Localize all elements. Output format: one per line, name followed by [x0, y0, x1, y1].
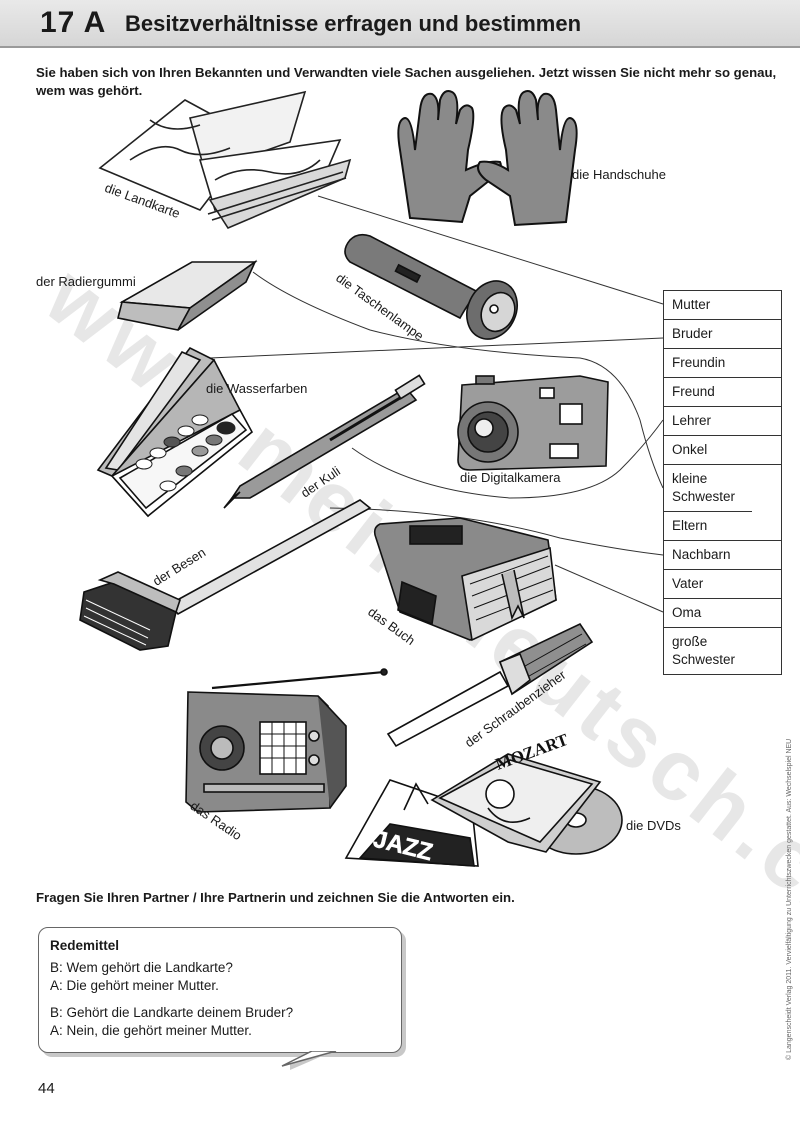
screwdriver-icon: [386, 622, 594, 748]
copyright-note: © Langenscheidt Verlag 2011. Vervielfält…: [786, 738, 793, 1060]
connector-kuli-lehrer: [351, 419, 664, 499]
flashlight-icon: [344, 233, 518, 340]
person-cell[interactable]: Nachbarn: [664, 541, 781, 570]
connector-wasserfarben-bruder: [209, 337, 664, 359]
eraser-icon: [117, 259, 258, 331]
label-radiergummi: der Radiergummi: [36, 274, 136, 289]
map-icon: [98, 90, 352, 230]
dvds-icon: [344, 753, 623, 867]
person-cell[interactable]: Mutter: [664, 291, 781, 320]
dialog-line: A: Nein, die gehört meiner Mutter.: [50, 1023, 252, 1038]
person-cell[interactable]: Freund: [664, 378, 781, 407]
person-cell[interactable]: Onkel: [664, 436, 781, 465]
person-cell[interactable]: Vater: [664, 570, 781, 599]
dialog-line: B: Wem gehört die Landkarte?: [50, 960, 233, 975]
connector-besen-nachbarn: [329, 507, 664, 556]
person-table: Mutter Bruder Freundin Freund Lehrer Onk…: [663, 290, 782, 675]
label-handschuhe: die Handschuhe: [572, 167, 666, 182]
person-cell[interactable]: Oma: [664, 599, 781, 628]
radio-icon: [185, 668, 388, 813]
pen-icon: [223, 374, 426, 509]
instruction-bottom: Fragen Sie Ihren Partner / Ihre Partneri…: [36, 890, 515, 905]
instruction-top: Sie haben sich von Ihren Bekannten und V…: [36, 65, 777, 98]
person-cell[interactable]: kleine Schwester: [664, 465, 752, 512]
label-wasserfarben: die Wasserfarben: [206, 381, 308, 396]
label-dvds: die DVDs: [626, 818, 681, 833]
book-icon: [373, 517, 557, 642]
gloves-icon: [397, 90, 578, 227]
redemittel-box: Redemittel B: Wem gehört die Landkarte? …: [38, 927, 402, 1053]
person-cell[interactable]: Bruder: [664, 320, 781, 349]
camera-icon: [457, 375, 609, 471]
person-cell[interactable]: Eltern: [664, 512, 781, 541]
watercolors-icon: [96, 346, 254, 518]
redemittel-title: Redemittel: [50, 938, 120, 953]
unit-number: 17 A: [40, 6, 107, 39]
connector-buch-oma: [554, 564, 664, 613]
page-title: Besitzverhältnisse erfragen und bestimme…: [125, 11, 582, 36]
label-digitalkamera: die Digitalkamera: [460, 470, 561, 485]
person-cell[interactable]: große Schwester: [672, 634, 736, 667]
dialog-line: A: Die gehört meiner Mutter.: [50, 978, 219, 993]
connector-radiergummi-freundin: [252, 271, 664, 489]
broom-icon: [79, 499, 372, 651]
connector-landkarte-mutter: [317, 195, 664, 305]
person-cell[interactable]: Lehrer: [664, 407, 781, 436]
dialog-line: B: Gehört die Landkarte deinem Bruder?: [50, 1005, 294, 1020]
header-band: 17 A Besitzverhältnisse erfragen und bes…: [0, 0, 800, 48]
jazz-cover-text: JAZZ: [371, 826, 436, 867]
person-cell[interactable]: Freundin: [664, 349, 781, 378]
page-number: 44: [38, 1080, 55, 1097]
